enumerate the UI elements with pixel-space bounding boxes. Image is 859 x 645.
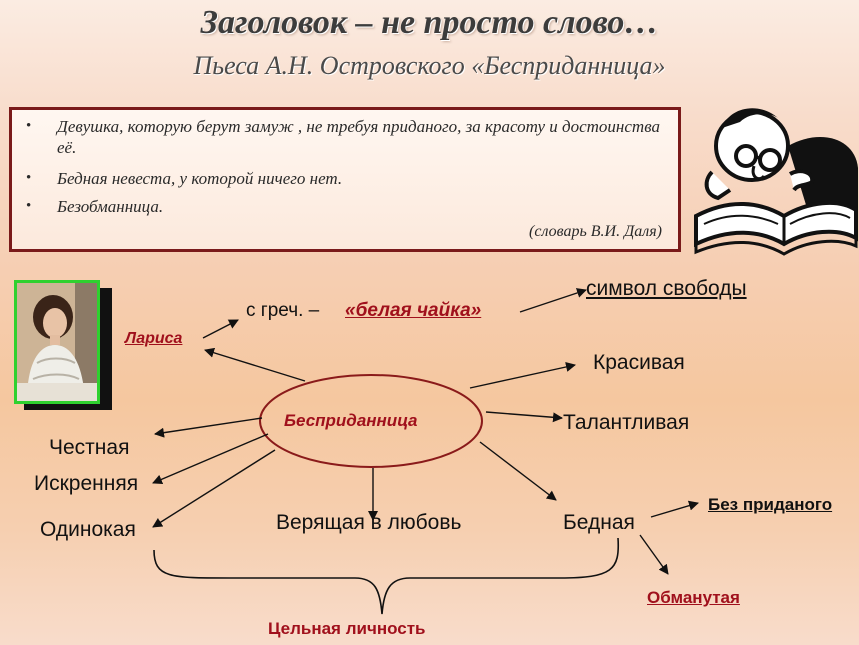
definition-text: Бедная невеста, у которой ничего нет. (57, 169, 343, 188)
center-node-label: Бесприданница (284, 411, 418, 430)
arrow-to-beautiful (469, 362, 576, 389)
arrow-to-honest (154, 417, 263, 438)
larisa-portrait-photo (14, 280, 100, 404)
node-greek-prefix: с греч. – (246, 300, 320, 321)
arrow-to-greek (202, 319, 239, 339)
node-beautiful: Красивая (593, 351, 685, 374)
node-sincere: Искренняя (34, 472, 139, 495)
portrait-icon (17, 283, 97, 401)
arrow-to-deceived (639, 534, 669, 575)
arrow-to-larisa (204, 347, 306, 382)
arrow-to-sincere (152, 433, 269, 485)
bullet: • (26, 198, 32, 214)
arrow-to-poor (479, 441, 557, 501)
reading-man-icon (694, 108, 858, 256)
node-freedom: символ свободы (586, 277, 747, 300)
node-greek-meaning: «белая чайка» (345, 300, 482, 321)
arrow-to-talented (485, 411, 563, 423)
arrow-to-freedom (519, 288, 587, 313)
definition-box: • Девушка, которую берут замуж , не треб… (9, 107, 681, 252)
definition-text: Девушка, которую берут замуж , не требуя… (57, 117, 660, 157)
bullet: • (26, 118, 32, 134)
center-ellipse (259, 374, 483, 468)
arrow-to-lonely (152, 449, 276, 528)
node-whole-person: Цельная личность (268, 619, 426, 638)
slide-subtitle: Пьеса А.Н. Островского «Бесприданница» (193, 51, 666, 80)
slide-title: Заголовок – не просто слово… (200, 4, 659, 41)
bullet: • (26, 170, 32, 186)
node-talented: Талантливая (563, 411, 690, 434)
node-believing: Верящая в любовь (276, 511, 462, 534)
arrow-to-no-dowry (650, 500, 699, 518)
node-lonely: Одинокая (40, 518, 136, 541)
grouping-brace (153, 537, 620, 615)
definition-text: Безобманница. (57, 197, 164, 216)
node-poor: Бедная (563, 511, 635, 534)
node-no-dowry: Без приданого (708, 495, 833, 514)
definition-item: • Безобманница. (26, 196, 676, 217)
node-larisa: Лариса (125, 330, 183, 347)
definition-item: • Бедная невеста, у которой ничего нет. (26, 168, 676, 189)
node-honest: Честная (49, 436, 130, 459)
node-deceived: Обманутая (647, 588, 740, 607)
definition-item: • Девушка, которую берут замуж , не треб… (26, 116, 676, 158)
larisa-portrait (14, 280, 112, 412)
dictionary-source: (словарь В.И. Даля) (529, 223, 662, 240)
